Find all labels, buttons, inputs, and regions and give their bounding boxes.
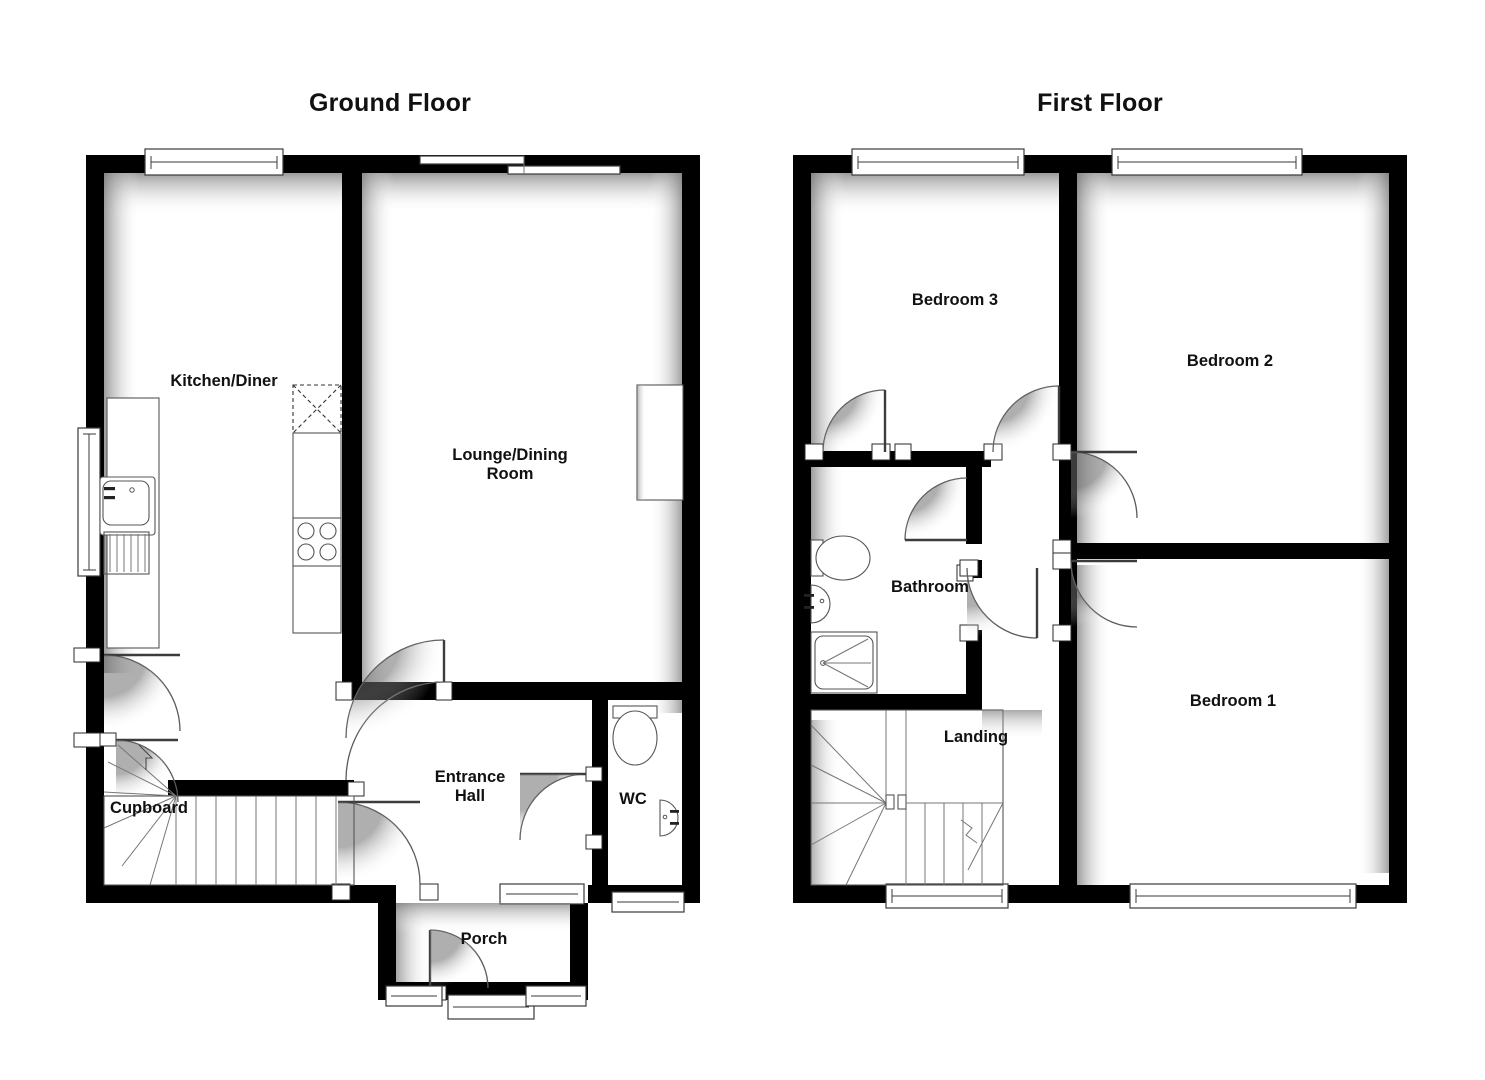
hall-window	[499, 883, 585, 905]
room-label-entrance-hall: Entrance Hall	[434, 768, 506, 806]
bathroom-basin-icon	[804, 584, 831, 624]
fireplace-recess	[636, 384, 684, 501]
room-label-bedroom-3: Bedroom 3	[911, 291, 999, 309]
first-floor-plan	[793, 148, 1407, 909]
wc-partition	[592, 700, 608, 903]
bathroom-door[interactable]	[959, 559, 1039, 642]
wc-toilet-icon	[612, 705, 658, 766]
wc-basin-icon	[659, 799, 679, 837]
bedroom2-door[interactable]	[1052, 443, 1138, 557]
bedroom2-window	[1111, 148, 1303, 176]
bathroom-landing-partition	[966, 630, 982, 696]
kitchen-lounge-partition	[342, 155, 362, 700]
wc-window	[611, 891, 685, 913]
bedroom1-door[interactable]	[1052, 552, 1138, 642]
bedroom1-window	[1129, 883, 1357, 909]
porch-right-window	[525, 985, 587, 1007]
first-floor-title: First Floor	[1037, 89, 1163, 117]
room-label-wc: WC	[619, 790, 647, 808]
porch-left-window	[385, 985, 443, 1007]
front-door[interactable]	[331, 800, 439, 901]
room-label-landing: Landing	[943, 728, 1009, 746]
kitchen-units-left	[99, 397, 160, 649]
airing-cupboard-wall-right	[966, 451, 982, 544]
kitchen-window	[144, 148, 284, 176]
lobby-door[interactable]	[983, 385, 1061, 461]
bath-shower-icon	[810, 631, 878, 694]
lounge-hall-door[interactable]	[335, 639, 453, 781]
porch-left-wall	[378, 903, 396, 1000]
airing-cupboard-wall-top	[895, 451, 981, 465]
kitchen-side-window	[77, 427, 101, 577]
ground-floor-plan	[73, 148, 700, 1020]
room-label-lounge-dining: Lounge/Dining Room	[452, 446, 568, 484]
room-label-bedroom-2: Bedroom 2	[1186, 352, 1274, 370]
bed3-bed2-partition	[1059, 155, 1077, 460]
staircase-ground	[103, 744, 355, 886]
kitchen-hall-door[interactable]	[73, 647, 181, 748]
bed2-bed1-partition	[1068, 543, 1389, 559]
sink-icon	[102, 480, 150, 526]
bedroom3-door[interactable]	[804, 389, 891, 461]
kitchen-units-right	[292, 384, 342, 634]
bathroom-bottom-wall	[811, 694, 982, 710]
hob-icon	[292, 517, 342, 567]
ground-floor-title: Ground Floor	[308, 89, 472, 117]
room-label-cupboard: Cupboard	[110, 799, 188, 817]
landing-window	[885, 883, 1009, 909]
room-label-porch: Porch	[460, 930, 508, 948]
bedroom3-window	[851, 148, 1025, 176]
bathroom-toilet-icon	[810, 535, 871, 581]
room-label-bathroom: Bathroom	[891, 578, 969, 596]
room-label-kitchen-diner: Kitchen/Diner	[170, 372, 278, 390]
landing-bedroom-partition	[1059, 460, 1077, 903]
wc-door[interactable]	[519, 766, 603, 850]
cupboard-partition	[178, 780, 354, 796]
staircase-first	[810, 709, 1004, 886]
porch-right-wall	[570, 903, 588, 1000]
patio-doors[interactable]	[419, 155, 621, 175]
room-label-bedroom-1: Bedroom 1	[1189, 692, 1277, 710]
drainer-icon	[103, 531, 150, 575]
